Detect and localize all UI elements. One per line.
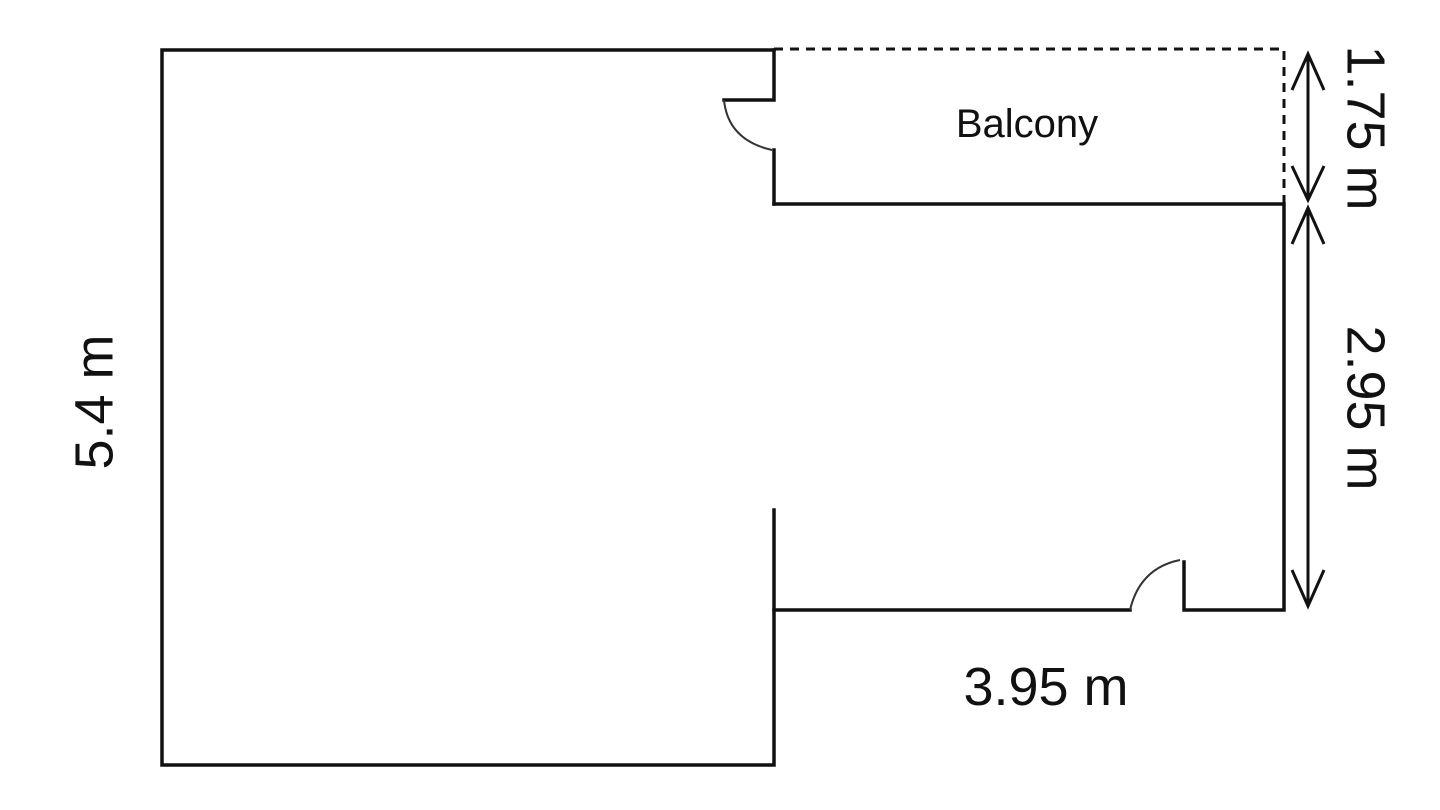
balcony-edge-dashed [774,47,1286,204]
dim-arrow-lower-bottom [1290,569,1326,610]
main-room-wall [160,48,776,767]
dim-label-left: 5.4 m [64,334,124,469]
balcony-door-arc [723,99,773,151]
dim-arrow-lower-top [1290,204,1326,245]
dim-arrow-upper-top [1290,50,1326,91]
dim-label-bottom: 3.95 m [963,657,1128,717]
right-room-wall [772,202,1286,612]
right-room-door-arc [1129,559,1181,611]
dim-arrow-upper-bottom [1290,165,1326,204]
balcony-door-wall-upper [722,48,776,102]
dim-label-right-upper: 1.75 m [1336,45,1396,210]
balcony-label: Balcony [956,102,1098,146]
dim-label-right-lower: 2.95 m [1336,325,1396,490]
